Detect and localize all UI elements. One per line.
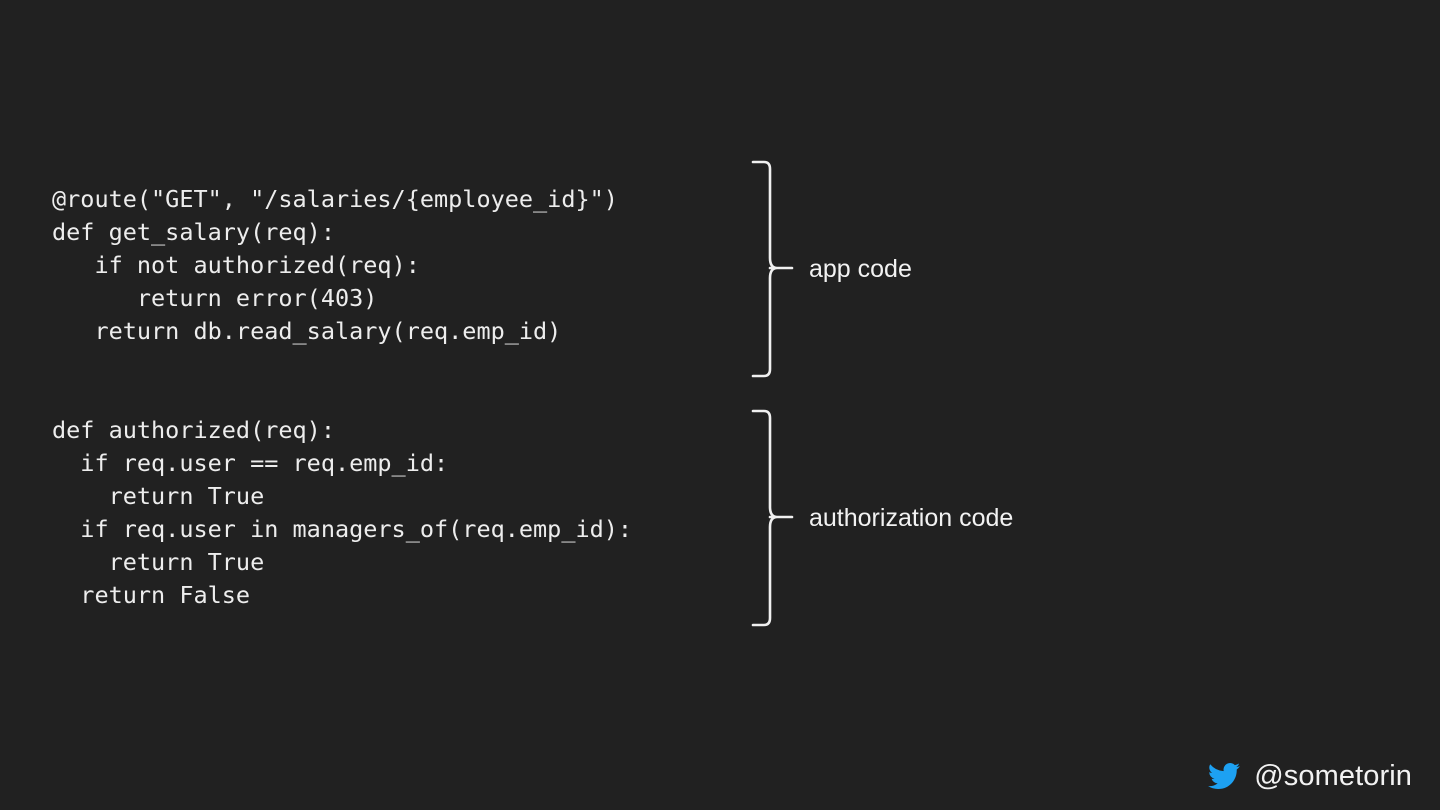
code-line: if not authorized(req): <box>52 251 420 279</box>
annotation-label-app-code: app code <box>809 254 912 283</box>
annotation-label-authorization-code: authorization code <box>809 503 1014 532</box>
code-line: def authorized(req): <box>52 416 335 444</box>
twitter-bird-icon <box>1208 763 1241 790</box>
annotation-app-code: app code <box>750 158 912 380</box>
code-line: def get_salary(req): <box>52 218 335 246</box>
code-block-authorization-code: def authorized(req): if req.user == req.… <box>52 414 632 612</box>
twitter-handle[interactable]: @sometorin <box>1205 760 1412 792</box>
code-line: @route("GET", "/salaries/{employee_id}") <box>52 185 618 213</box>
annotation-authorization-code: authorization code <box>750 407 1013 629</box>
twitter-handle-text: @sometorin <box>1254 759 1412 792</box>
code-line: return error(403) <box>52 284 378 312</box>
code-line: return True <box>52 548 265 576</box>
code-line: if req.user in managers_of(req.emp_id): <box>52 515 633 543</box>
code-line: if req.user == req.emp_id: <box>52 449 449 477</box>
code-block-app-code: @route("GET", "/salaries/{employee_id}")… <box>52 183 618 348</box>
curly-brace-icon <box>751 409 794 627</box>
curly-brace-icon <box>751 160 794 378</box>
code-line: return True <box>52 482 265 510</box>
code-line: return db.read_salary(req.emp_id) <box>52 317 562 345</box>
code-line: return False <box>52 581 251 609</box>
